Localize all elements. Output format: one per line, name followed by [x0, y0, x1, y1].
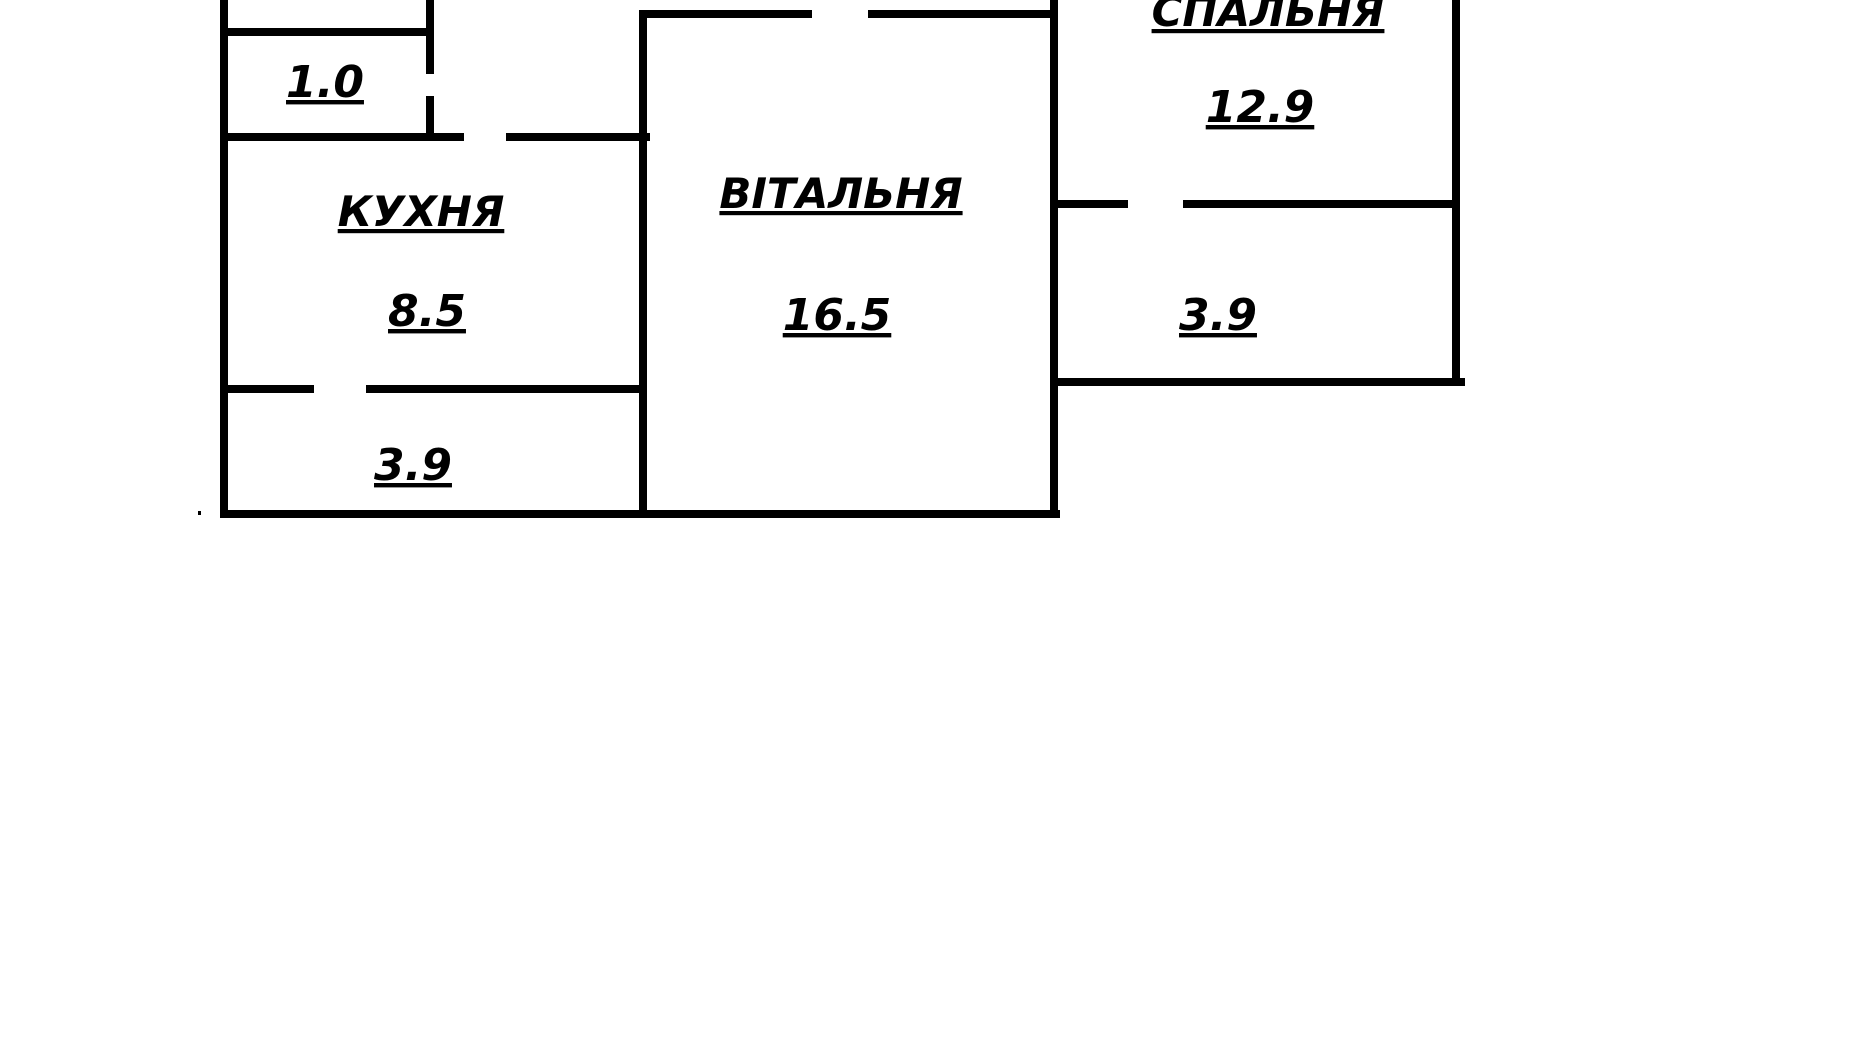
room-wc: 1.0 [286, 57, 364, 108]
walls [220, 0, 1465, 518]
room-hall-area: 3.9 [374, 440, 452, 491]
room-balcony-area: 3.9 [1179, 290, 1257, 341]
room-kitchen-name: КУХНЯ [338, 187, 505, 236]
room-kitchen-area: 8.5 [388, 286, 466, 337]
room-bedroom-name: СПАЛЬНЯ [1152, 0, 1385, 36]
room-wc-area: 1.0 [286, 57, 364, 108]
corner-mark [198, 511, 201, 515]
room-living: ВІТАЛЬНЯ 16.5 [719, 169, 962, 341]
room-balcony: 3.9 [1179, 290, 1257, 341]
room-living-area: 16.5 [783, 290, 892, 341]
room-living-name: ВІТАЛЬНЯ [719, 169, 962, 218]
room-kitchen: КУХНЯ 8.5 [338, 187, 505, 337]
room-bedroom-area: 12.9 [1206, 82, 1315, 133]
room-bedroom: СПАЛЬНЯ 12.9 [1152, 0, 1385, 133]
room-hall: 3.9 [374, 440, 452, 491]
